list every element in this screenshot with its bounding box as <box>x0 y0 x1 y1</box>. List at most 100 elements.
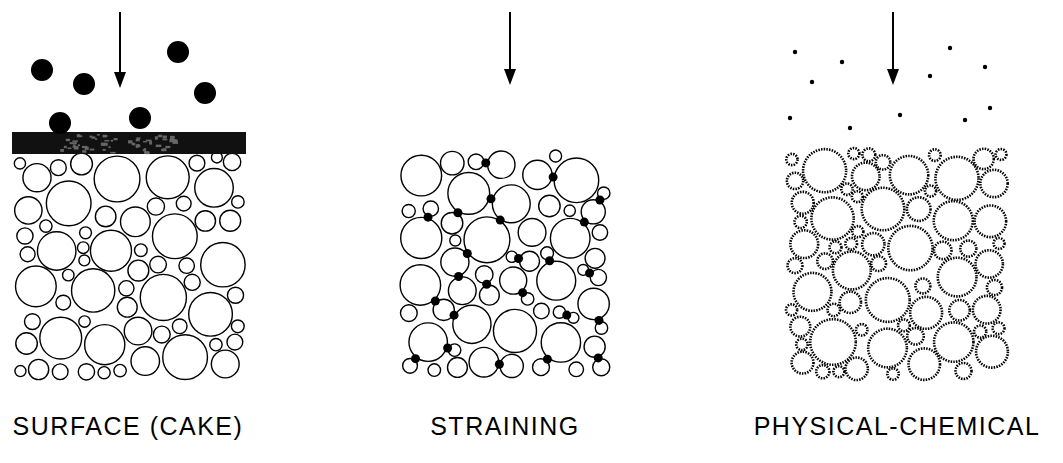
media-grain <box>176 196 191 211</box>
media-grain <box>871 256 886 271</box>
suspended-particle <box>595 316 604 325</box>
media-grain <box>790 317 810 337</box>
cake-texture <box>143 149 146 151</box>
media-grain <box>50 160 66 176</box>
suspended-particle <box>988 106 992 110</box>
media-grain <box>792 352 814 374</box>
media-grain <box>163 335 208 380</box>
media-grain <box>935 157 978 200</box>
media-grain <box>975 205 1007 237</box>
media-grain <box>28 359 48 379</box>
media-grain <box>448 172 490 214</box>
cake-texture <box>90 149 95 151</box>
media-grain <box>195 211 215 231</box>
media-grain <box>898 319 910 331</box>
media-grain <box>949 300 969 320</box>
straining-panel <box>400 12 610 378</box>
media-grain <box>830 241 842 253</box>
media-grain <box>16 266 57 307</box>
suspended-particle <box>788 116 792 120</box>
cake-texture <box>103 149 106 151</box>
media-grain <box>195 169 234 208</box>
media-grain <box>887 368 898 379</box>
media-grain <box>852 226 863 237</box>
cake-texture <box>103 135 106 138</box>
suspended-particle <box>481 158 490 167</box>
suspended-particle <box>810 80 814 84</box>
media-grain <box>448 277 476 305</box>
media-grain <box>231 320 244 333</box>
media-grain <box>124 317 152 345</box>
cake-texture <box>156 145 162 147</box>
cake-texture <box>74 146 79 149</box>
media-grain <box>450 235 461 246</box>
flow-arrow <box>119 12 121 76</box>
media-grain <box>934 322 973 361</box>
media-grain <box>117 297 137 317</box>
media-grain <box>973 296 1001 324</box>
cake-texture <box>104 140 109 142</box>
suspended-particle <box>431 296 440 305</box>
media-grain <box>578 288 609 319</box>
media-grain <box>868 329 907 368</box>
media-grain <box>792 192 814 214</box>
suspended-particle <box>129 107 151 129</box>
media-grain <box>79 316 90 327</box>
media-grain <box>888 226 932 270</box>
suspended-particle <box>983 65 987 69</box>
media-grain <box>890 156 928 194</box>
media-grain <box>996 149 1007 160</box>
cake-texture <box>149 141 152 144</box>
suspended-particle <box>549 173 558 182</box>
media-grain <box>817 253 833 269</box>
suspended-particle <box>594 353 603 362</box>
flow-arrow <box>892 12 894 73</box>
media-grain <box>189 292 233 336</box>
media-grain <box>201 242 245 286</box>
suspended-particle <box>31 59 53 81</box>
suspended-particle <box>194 82 216 104</box>
media-grain <box>794 273 832 311</box>
media-grain <box>428 364 441 377</box>
suspended-particle <box>453 208 462 217</box>
cake-texture <box>103 135 108 137</box>
media-grain <box>915 279 930 294</box>
media-grain <box>994 238 1005 249</box>
media-grain <box>37 232 75 270</box>
media-grain <box>114 364 126 376</box>
media-grain <box>40 220 52 232</box>
media-grain <box>153 326 170 343</box>
filter-cake <box>12 132 246 154</box>
media-grain <box>934 242 951 259</box>
media-grain <box>146 156 189 199</box>
media-grain <box>210 339 222 351</box>
cake-texture <box>128 140 132 143</box>
media-grain <box>46 181 91 226</box>
media-grain <box>816 365 829 378</box>
arrow-head <box>887 69 899 85</box>
cake-texture <box>104 143 108 146</box>
suspended-particle <box>543 355 552 364</box>
cake-texture <box>66 139 70 141</box>
media-grain <box>554 158 599 203</box>
media-grain <box>788 258 803 273</box>
cake-texture <box>95 138 97 140</box>
media-grain <box>14 158 25 169</box>
cake-texture <box>82 150 86 152</box>
media-grain <box>987 280 1002 295</box>
media-grain <box>447 358 467 378</box>
media-grain <box>488 151 515 178</box>
media-grain <box>150 256 167 273</box>
media-grain <box>441 151 464 174</box>
cake-texture <box>136 145 140 147</box>
media-grain <box>534 303 550 319</box>
media-grain <box>852 163 880 191</box>
media-grain <box>400 305 417 322</box>
suspended-particle <box>443 343 452 352</box>
arrow-head <box>504 69 516 85</box>
media-grain <box>539 195 560 216</box>
cake-texture <box>89 136 92 138</box>
media-grain <box>980 170 1007 197</box>
media-grain <box>147 198 164 215</box>
suspended-particle <box>514 254 523 263</box>
